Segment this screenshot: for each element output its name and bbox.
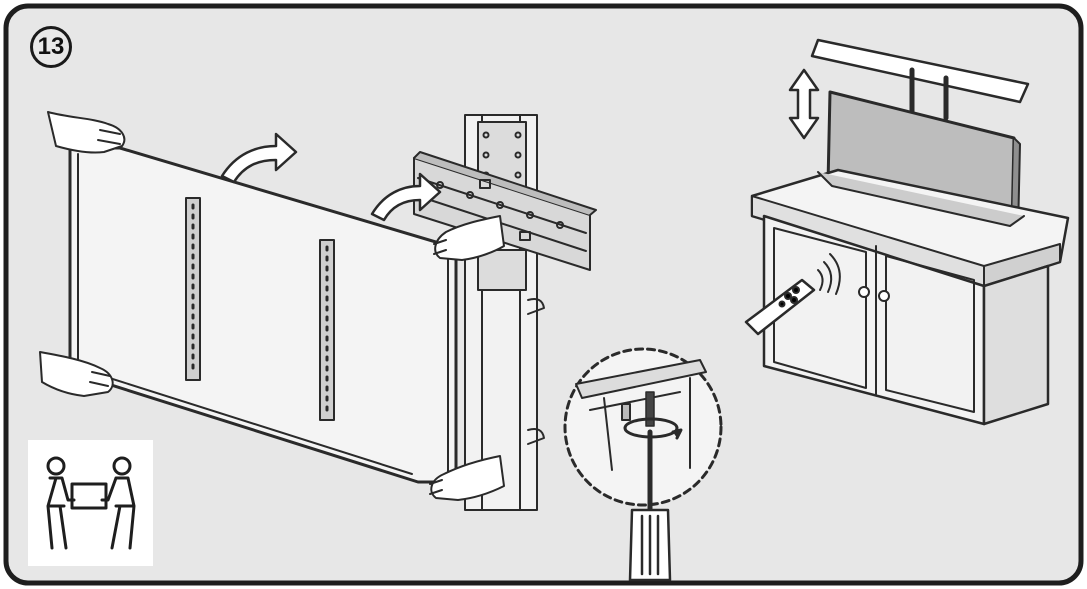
hand-right-top [433,215,505,261]
remote-control-icon [744,253,841,336]
hand-top-left [47,111,126,154]
step-number: 13 [37,33,65,60]
two-person-lift-icon [28,440,153,566]
tv-lift-cabinet-scene [744,38,1070,426]
rotate-arrow-icon [370,172,442,222]
tv-mounting-rail-right [319,239,335,421]
tv-mount-scene [39,111,597,511]
hand-bottom-left [39,351,114,397]
up-down-arrow-icon [788,68,820,140]
hand-right-bottom [429,455,505,501]
rotate-arrow-icon [220,132,298,184]
screw-detail-inset [563,347,723,582]
tv-mounting-rail-left [185,197,201,381]
step-number-badge: 13 [30,26,72,68]
screw [645,391,655,427]
screwdriver-icon [628,429,672,582]
